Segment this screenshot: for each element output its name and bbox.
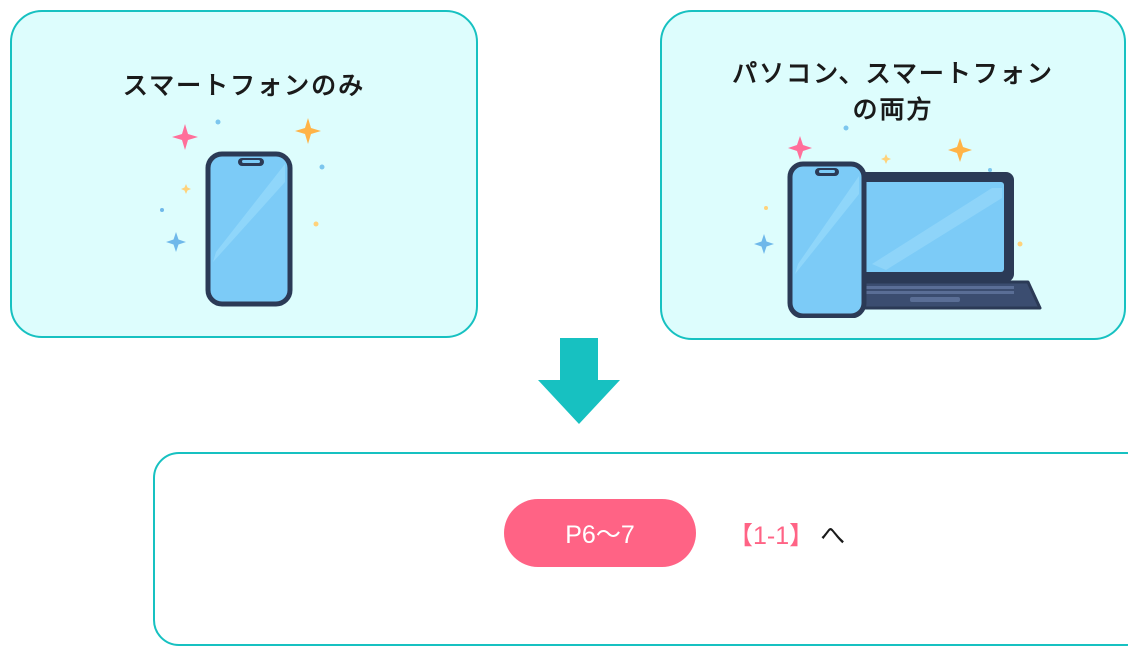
laptop-and-smartphone-icon (754, 125, 1042, 318)
option-card-pc-and-smartphone[interactable]: パソコン、スマートフォン の両方 (660, 10, 1126, 340)
section-code: 【1-1】 (728, 522, 815, 550)
smartphone-icon (160, 118, 325, 307)
section-reference: 【1-1】へ (728, 518, 845, 554)
section-suffix: へ (820, 522, 846, 550)
page-reference-badge[interactable]: P6〜7 (504, 499, 696, 567)
down-arrow-icon (538, 338, 620, 424)
option-title: パソコン、スマートフォン の両方 (732, 59, 1054, 124)
option-title: スマートフォンのみ (122, 71, 366, 100)
option-card-smartphone-only[interactable]: スマートフォンのみ (10, 10, 478, 338)
